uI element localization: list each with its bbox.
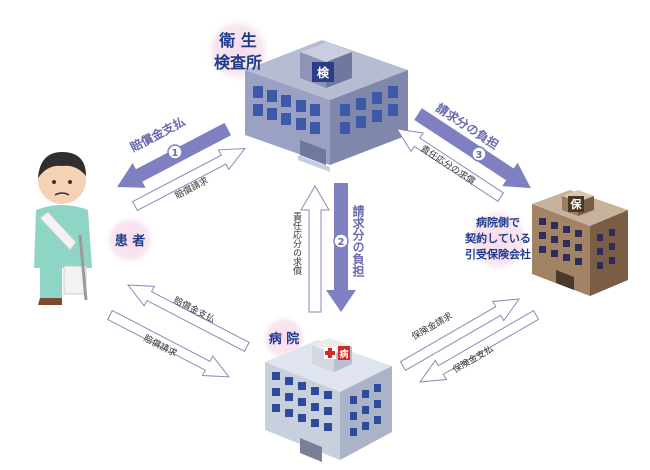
hospital-label: 病 院 <box>269 331 300 347</box>
flow-3-main-arrow <box>414 108 531 189</box>
insurer-label-3: 引受保険会社 <box>465 247 531 261</box>
insurer-sign: 保 <box>570 197 583 211</box>
health-center-sign: 検 <box>317 65 330 80</box>
flow-2-counter-arrow <box>300 185 330 313</box>
flow-2-number: 2 <box>338 237 345 248</box>
insurer-label-1: 病院側で <box>476 215 520 229</box>
insurer-building-icon <box>532 190 628 296</box>
insurer-label-2: 契約している <box>464 231 531 245</box>
flow-2-label: 請求分の負担 <box>351 204 365 278</box>
flow-1-counter-arrow <box>132 147 246 212</box>
flow-2-number-badge <box>333 233 349 249</box>
flow-2-counter-label: 責任応分の求償 <box>291 211 302 276</box>
hospital-to-insurer-arrow <box>399 298 521 372</box>
patient-label: 患 者 <box>115 233 146 249</box>
insurer-bubble <box>464 206 532 274</box>
patient-bubble <box>104 214 156 266</box>
patient-figure-icon <box>34 152 92 305</box>
health-center-building-icon <box>245 40 408 172</box>
flow-1-number: 1 <box>172 148 179 159</box>
hospital-sign: 病 <box>339 348 348 360</box>
hospital-to-patient-arrow <box>126 284 250 352</box>
health-center-label-2: 検査所 <box>214 53 262 72</box>
flow-3-counter-arrow <box>395 128 505 202</box>
flow-1-number-badge <box>167 144 183 160</box>
flow-3-number: 3 <box>476 150 483 161</box>
patient-to-hospital-arrow <box>107 309 230 378</box>
health-center-label-1: 衛 生 <box>218 31 257 50</box>
hospital-building-icon <box>265 338 392 462</box>
insurer-to-hospital-arrow <box>418 309 540 383</box>
flow-3-number-badge <box>471 146 487 162</box>
